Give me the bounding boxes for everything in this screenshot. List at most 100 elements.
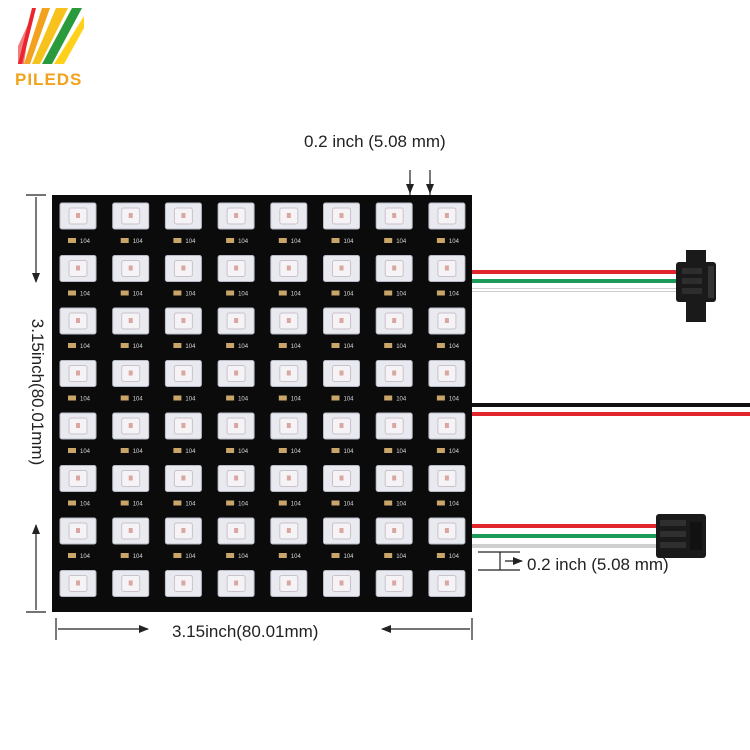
width-label: 3.15inch(80.01mm)	[172, 622, 319, 641]
led-pixel	[164, 360, 202, 387]
led-pixel	[112, 465, 150, 492]
component-label: 104	[133, 344, 144, 350]
capacitor	[120, 500, 129, 506]
capacitor	[226, 395, 235, 401]
led-pixel	[428, 360, 466, 387]
capacitor	[278, 343, 287, 348]
led-pixel	[217, 412, 255, 440]
capacitor	[384, 290, 393, 296]
led-pixel	[270, 307, 308, 335]
capacitor	[384, 395, 393, 401]
capacitor	[173, 290, 182, 296]
led-pixel	[217, 307, 255, 335]
dimension-right-pitch	[478, 551, 523, 571]
capacitor	[278, 500, 287, 506]
dimension-width	[55, 618, 473, 640]
capacitor	[436, 395, 445, 401]
capacitor	[68, 343, 76, 348]
component-label: 104	[185, 344, 196, 350]
pileds-logo-icon	[18, 8, 84, 64]
capacitor	[384, 238, 393, 243]
led-pixel	[323, 412, 360, 440]
dimension-top-pitch	[406, 170, 434, 195]
led-pixel	[112, 517, 150, 545]
component-label: 104	[449, 449, 460, 455]
component-label: 104	[80, 292, 91, 298]
capacitor	[331, 395, 340, 401]
led-pixel	[59, 517, 97, 545]
component-label: 104	[344, 239, 355, 245]
capacitor	[226, 290, 235, 296]
component-label: 104	[344, 344, 355, 350]
led-pixel	[375, 517, 413, 545]
component-label: 104	[449, 554, 460, 560]
component-label: 104	[291, 502, 302, 508]
component-label: 104	[396, 554, 407, 560]
connector-top	[676, 250, 716, 322]
component-label: 104	[291, 397, 302, 403]
capacitor	[68, 500, 76, 506]
capacitor	[68, 553, 76, 558]
led-pixel	[59, 255, 97, 282]
component-label: 104	[80, 449, 91, 455]
capacitor	[384, 553, 393, 558]
component-label: 104	[238, 239, 249, 245]
capacitor	[278, 553, 287, 558]
component-label: 104	[80, 502, 91, 508]
capacitor	[173, 500, 182, 506]
led-pixel	[428, 202, 466, 230]
wires-top	[470, 270, 676, 292]
led-pixel	[323, 465, 360, 492]
capacitor	[436, 553, 445, 558]
component-label: 104	[449, 344, 460, 350]
led-pixel	[59, 307, 97, 335]
component-label: 104	[238, 502, 249, 508]
component-label: 104	[238, 292, 249, 298]
capacitor	[120, 238, 129, 243]
component-label: 104	[133, 502, 144, 508]
capacitor	[331, 290, 340, 296]
led-pixel	[217, 465, 255, 492]
led-pixel	[323, 255, 360, 282]
capacitor	[68, 290, 76, 296]
capacitor	[331, 553, 340, 558]
led-pixel	[112, 570, 150, 597]
led-pixel	[428, 517, 466, 545]
led-pixel	[270, 360, 308, 387]
capacitor	[226, 448, 235, 453]
component-label: 104	[80, 397, 91, 403]
capacitor	[120, 290, 129, 296]
capacitor	[120, 395, 129, 401]
capacitor	[173, 553, 182, 558]
capacitor	[384, 343, 393, 348]
right-pitch-label: 0.2 inch (5.08 mm)	[527, 555, 669, 574]
led-pixel	[270, 570, 308, 597]
led-pixel	[164, 412, 202, 440]
component-label: 104	[344, 397, 355, 403]
component-label: 104	[80, 239, 91, 245]
led-pixel	[428, 307, 466, 335]
capacitor	[173, 238, 182, 243]
component-label: 104	[291, 292, 302, 298]
height-label: 3.15inch(80.01mm)	[28, 318, 47, 466]
component-label: 104	[396, 449, 407, 455]
capacitor	[436, 448, 445, 453]
led-pixel	[428, 255, 466, 282]
led-pixel	[323, 360, 360, 387]
led-pixel	[375, 307, 413, 335]
led-pixel	[428, 412, 466, 440]
top-pitch-label: 0.2 inch (5.08 mm)	[304, 132, 446, 151]
capacitor	[68, 238, 76, 243]
led-pixel	[323, 570, 360, 597]
component-label: 104	[80, 554, 91, 560]
component-label: 104	[344, 292, 355, 298]
capacitor	[384, 500, 393, 506]
component-label: 104	[185, 554, 196, 560]
led-pixel	[217, 570, 255, 597]
capacitor	[436, 500, 445, 506]
led-pixel	[59, 465, 97, 492]
wires-bottom	[470, 524, 660, 548]
component-label: 104	[396, 344, 407, 350]
